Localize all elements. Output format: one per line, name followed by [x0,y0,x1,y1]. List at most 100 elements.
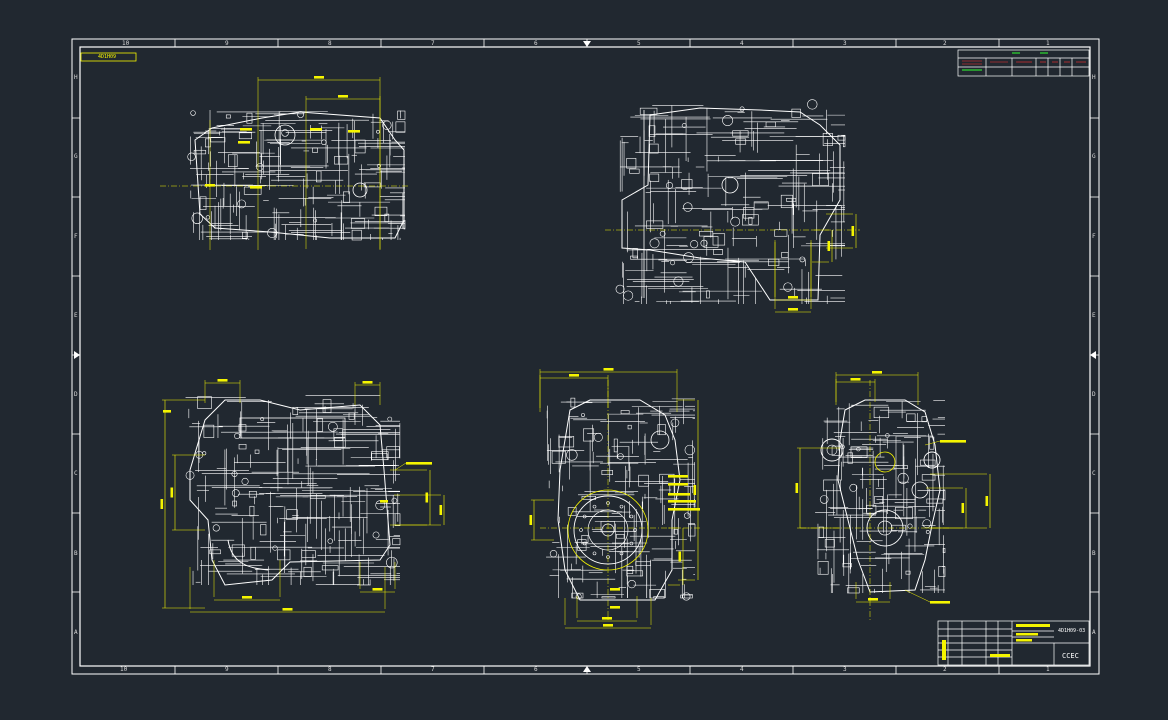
view3-part [317,419,323,431]
view5-height-b-dim-text [986,496,989,506]
view2-part [786,198,795,201]
view5-leader-tag-a [940,440,966,443]
view2-part [713,234,725,245]
view2-part [775,230,787,237]
centering-marks [74,41,1096,672]
view4-bolt-hole [620,552,623,555]
view2-part [768,259,779,265]
view2-part [766,122,775,127]
view3-bolt [203,452,206,455]
view3-part [255,450,259,453]
view3-part [251,547,256,559]
view1-bolt [376,130,379,133]
view3-bolt [388,417,392,421]
view1-length-b-dim-text [338,95,348,98]
view3-leader-tag [406,462,432,465]
view1-turbo [275,125,295,145]
view4-part [552,451,565,463]
view1-tag-b [310,128,322,131]
view5-bolt [886,434,890,438]
view3-leader [395,463,406,470]
view3-part [302,551,316,558]
view1-part [239,133,251,139]
view2-bolt [807,100,817,110]
view4-tag-a [668,475,688,478]
view3-part [334,437,345,447]
view4-alternator [651,431,669,449]
view3-bolt [328,422,337,431]
view3-part [387,447,400,458]
view4-base-width-b-dim-text [602,617,612,620]
zone-col-6-bottom: 6 [534,666,538,673]
view4-part [628,425,631,429]
view4-part [636,562,651,566]
view3-height-b-dim-text [171,488,174,498]
view4-part [674,529,678,534]
zone-row-d-right: D [1092,391,1096,398]
revision-table [958,50,1089,76]
zone-row-g-right: G [1092,153,1096,160]
zone-row-h-left: H [74,74,78,81]
zone-col-9-top: 9 [225,40,229,47]
view4-tag-f [610,588,620,591]
view4-bolt [671,419,679,427]
view1-part [211,138,225,142]
view3-top-a-dim-text [218,379,228,382]
zone-row-e-right: E [1092,312,1096,319]
view3-bolt [213,525,219,531]
zone-row-c-left: C [74,470,78,477]
view5-part [875,496,883,503]
view1-part [205,139,210,147]
view4-part [602,597,615,598]
view4-bolt-hole [620,505,623,508]
view4-part [571,398,575,407]
view3-top-b-dim-text [363,381,373,384]
view2-part [812,174,828,186]
zone-row-f-right: F [1092,233,1096,240]
zone-col-8-bottom: 8 [328,666,332,673]
view4-overall-height-dim-text [694,485,697,495]
view2-height-a-dim-text [852,226,855,236]
zone-row-a-right: A [1092,629,1096,636]
view2-part [630,169,640,173]
view3-part [371,452,388,460]
zone-col-4-top: 4 [740,40,744,47]
view5-overall-width-dim-text [872,371,882,374]
view5-leader-b [905,590,930,602]
view4-part [658,425,666,435]
view1-tag-d [238,141,250,144]
view2-part [742,215,758,225]
view1-overall-length-dim-text [314,76,324,79]
view3-part [250,506,254,516]
view4-bolt [628,580,636,588]
view2-bolt [616,285,624,293]
view5-idler [912,482,928,498]
zone-row-d-left: D [74,391,78,398]
view4-bolt [685,445,695,455]
view2-bolt [670,261,674,265]
view2-bolt [722,115,732,125]
zone-ticks [72,39,1099,674]
view4-bolt-hole [593,505,596,508]
zone-col-7-top: 7 [431,40,435,47]
view1-part [364,183,380,187]
title-tag: 4D1H09 [98,54,116,60]
view2-height-b-dim-text [828,241,831,251]
view5-bolt [850,484,857,491]
view5-part [851,447,867,458]
view3-part [233,501,237,506]
outer-frame [72,39,1099,674]
view3-bolt [273,546,278,551]
view3-height-c-dim-text [426,493,429,503]
view3-part [239,444,246,449]
zone-row-a-left: A [74,629,78,636]
view5-part [907,414,915,422]
view2-part [733,131,749,136]
view2-part [706,291,709,298]
view4-part [602,470,613,474]
view3-part [372,454,388,460]
view2-bolt [666,182,672,188]
view1-part [247,113,252,123]
revision-marks [962,61,1086,64]
